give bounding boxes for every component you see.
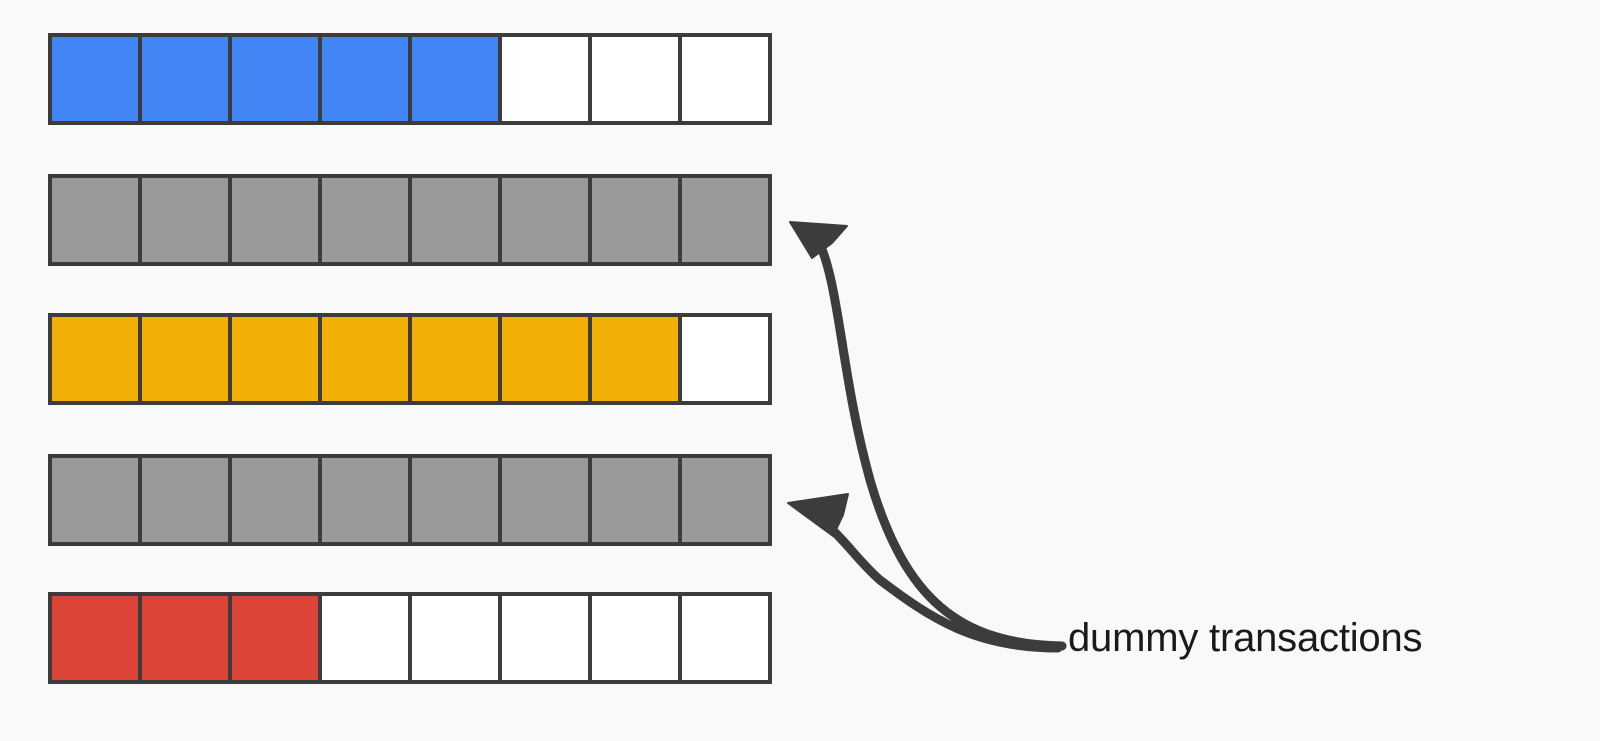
row-blue-cell-3-filled xyxy=(318,33,412,125)
row-gray-lower-cell-1-filled xyxy=(138,454,232,546)
row-gray-upper-cell-6-filled xyxy=(588,174,682,266)
arrow-to-gray-lower-curve xyxy=(821,519,1063,653)
row-blue-cell-2-filled xyxy=(228,33,322,125)
row-red-cell-3-empty xyxy=(318,592,412,684)
row-gray-lower-cell-3-filled xyxy=(318,454,412,546)
row-blue-cell-7-empty xyxy=(678,33,772,125)
row-gray-lower-cell-7-filled xyxy=(678,454,772,546)
arrow-to-gray-upper-curve xyxy=(811,231,1067,651)
arrow-to-gray-upper xyxy=(789,221,1067,651)
row-yellow-cell-3-filled xyxy=(318,313,412,405)
row-gray-upper-cell-1-filled xyxy=(138,174,232,266)
row-red-cell-0-filled xyxy=(48,592,142,684)
row-blue-cell-0-filled xyxy=(48,33,142,125)
row-blue-cell-5-empty xyxy=(498,33,592,125)
row-gray-upper-cell-0-filled xyxy=(48,174,142,266)
row-blue xyxy=(48,33,772,125)
row-red xyxy=(48,592,772,684)
row-yellow-cell-2-filled xyxy=(228,313,322,405)
arrow-to-gray-upper-head xyxy=(789,221,848,259)
row-gray-lower-cell-5-filled xyxy=(498,454,592,546)
dummy-transactions-label: dummy transactions xyxy=(1068,616,1423,660)
row-blue-cell-4-filled xyxy=(408,33,502,125)
row-gray-upper-cell-7-filled xyxy=(678,174,772,266)
row-yellow-cell-1-filled xyxy=(138,313,232,405)
row-red-cell-5-empty xyxy=(498,592,592,684)
row-red-cell-7-empty xyxy=(678,592,772,684)
row-gray-upper-cell-4-filled xyxy=(408,174,502,266)
row-gray-lower xyxy=(48,454,772,546)
row-yellow xyxy=(48,313,772,405)
row-gray-lower-cell-2-filled xyxy=(228,454,322,546)
row-blue-cell-1-filled xyxy=(138,33,232,125)
arrow-to-gray-lower-head xyxy=(787,493,849,537)
row-yellow-cell-6-filled xyxy=(588,313,682,405)
row-gray-upper-cell-2-filled xyxy=(228,174,322,266)
row-yellow-cell-5-filled xyxy=(498,313,592,405)
row-red-cell-1-filled xyxy=(138,592,232,684)
row-gray-upper-cell-5-filled xyxy=(498,174,592,266)
arrow-to-gray-lower xyxy=(787,493,1063,653)
row-yellow-cell-0-filled xyxy=(48,313,142,405)
row-gray-lower-cell-4-filled xyxy=(408,454,502,546)
row-gray-lower-cell-6-filled xyxy=(588,454,682,546)
row-red-cell-4-empty xyxy=(408,592,502,684)
row-gray-upper-cell-3-filled xyxy=(318,174,412,266)
row-yellow-cell-7-empty xyxy=(678,313,772,405)
row-blue-cell-6-empty xyxy=(588,33,682,125)
row-red-cell-6-empty xyxy=(588,592,682,684)
row-gray-lower-cell-0-filled xyxy=(48,454,142,546)
row-red-cell-2-filled xyxy=(228,592,322,684)
row-gray-upper xyxy=(48,174,772,266)
row-yellow-cell-4-filled xyxy=(408,313,502,405)
